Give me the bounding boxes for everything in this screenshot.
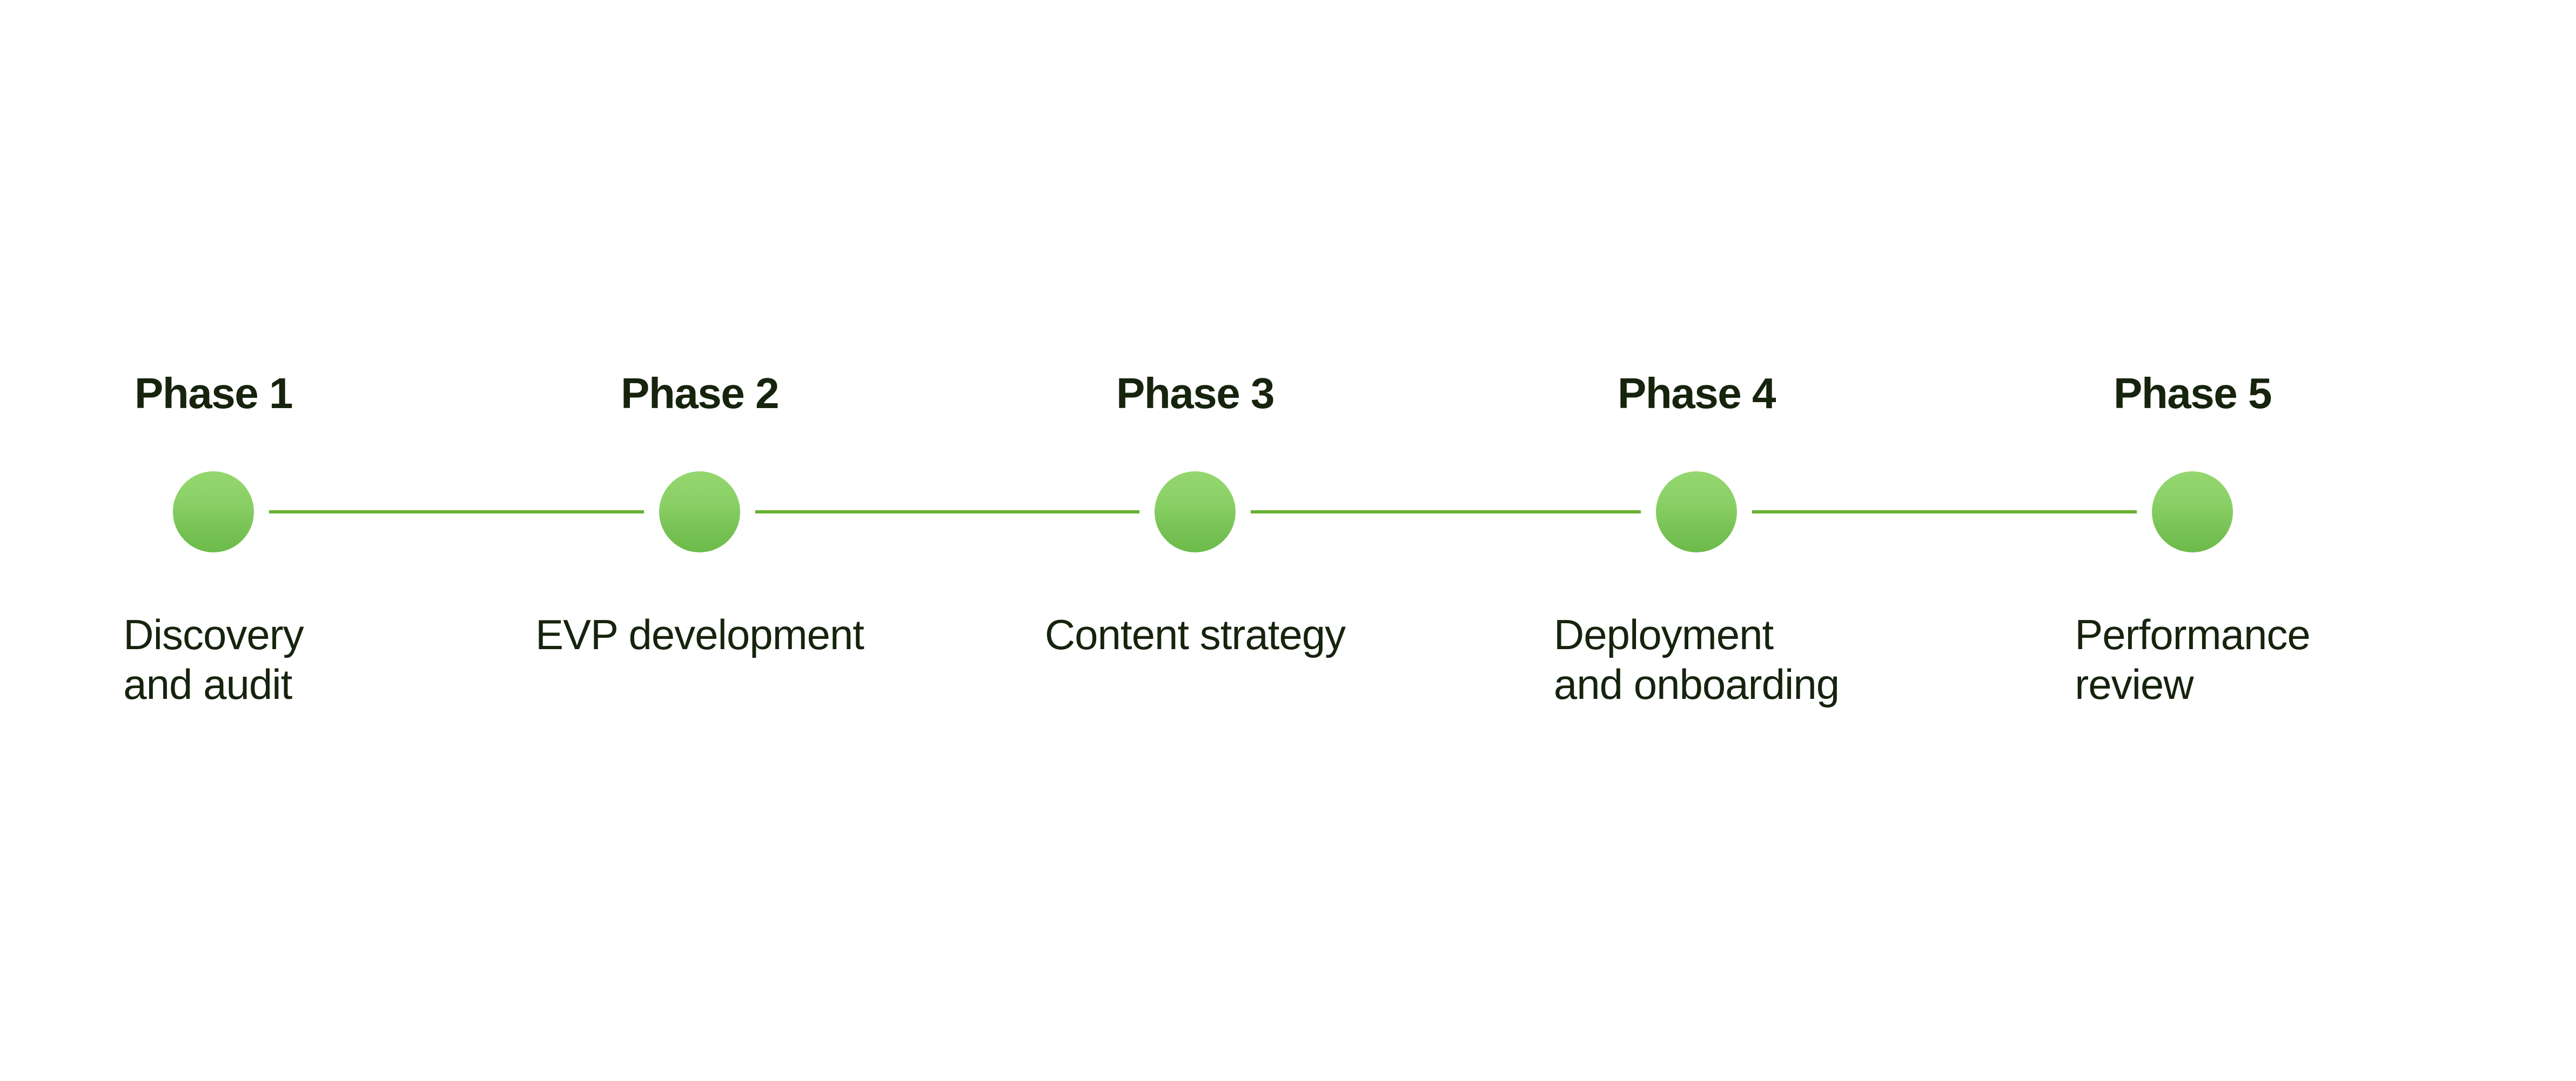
phase-description-line: Discovery	[123, 611, 304, 658]
phase-description: Content strategy	[1044, 610, 1346, 659]
phase-connector-line	[755, 510, 1139, 513]
phase-heading: Phase 5	[2114, 369, 2272, 417]
phase-node-circle-icon	[173, 471, 254, 552]
phase-heading: Phase 1	[135, 369, 293, 417]
phase-connector-line	[1752, 510, 2137, 513]
phase-heading: Phase 4	[1618, 369, 1776, 417]
phase-description-line: Deployment	[1553, 611, 1774, 658]
phase-node-circle-icon	[2152, 471, 2233, 552]
phase-heading: Phase 2	[621, 369, 779, 417]
phase-connector-line	[269, 510, 644, 513]
phase-description-line: Content strategy	[1044, 611, 1346, 658]
phase-heading: Phase 3	[1116, 369, 1274, 417]
phase-node-circle-icon	[1656, 471, 1737, 552]
phase-description-line: EVP development	[535, 611, 864, 658]
phase-description: EVP development	[535, 610, 864, 659]
phase-connector-line	[1251, 510, 1641, 513]
phase-description-line: Performance	[2075, 611, 2311, 658]
phase-node-circle-icon	[659, 471, 740, 552]
phase-description-line: and audit	[123, 660, 292, 709]
phase-description-line: and onboarding	[1553, 660, 1840, 709]
phase-description-line: review	[2075, 660, 2193, 709]
phase-node-circle-icon	[1155, 471, 1236, 552]
